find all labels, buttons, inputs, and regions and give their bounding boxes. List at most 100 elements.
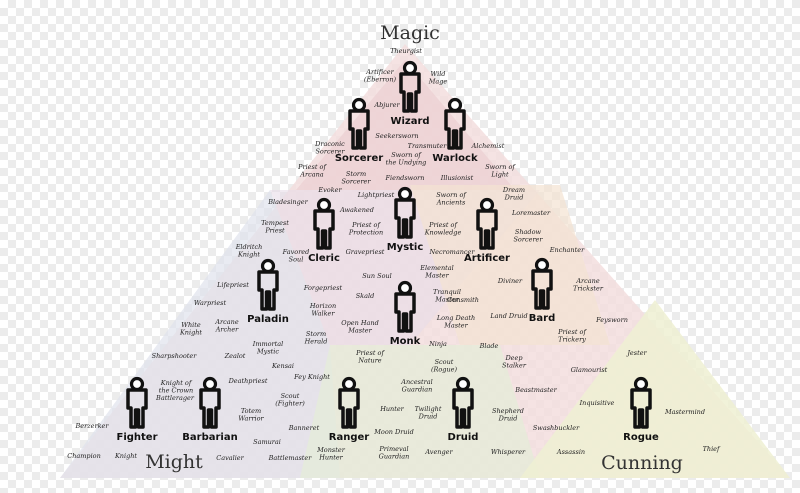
- class-label-cleric: Cleric: [308, 253, 340, 264]
- subclass-label-battlerager: Battlerager: [155, 394, 195, 402]
- subclass-label-bladesinger: Bladesinger: [267, 198, 308, 206]
- subclass-label-battlemaster: Battlemaster: [268, 454, 313, 462]
- class-label-mystic: Mystic: [387, 242, 424, 253]
- subclass-line: Mystic: [256, 348, 279, 356]
- subclass-line: Priest of: [297, 163, 327, 171]
- subclass-line: Knowledge: [424, 229, 462, 237]
- class-label-artificer: Artificer: [464, 253, 510, 264]
- subclass-label-zealot: Zealot: [224, 352, 246, 360]
- subclass-line: White: [181, 321, 201, 329]
- subclass-line: Master: [434, 296, 459, 304]
- person-icon-artificer: [476, 197, 498, 250]
- subclass-line: Zealot: [224, 352, 246, 360]
- person-icon-druid: [452, 376, 474, 429]
- subclass-line: Ninja: [428, 340, 447, 348]
- subclass-line: Fey Knight: [293, 373, 330, 381]
- subclass-line: Draconic: [314, 140, 345, 148]
- subclass-line: Priest of: [557, 328, 587, 336]
- subclass-line: Blade: [479, 342, 499, 350]
- subclass-line: Totem: [241, 407, 261, 415]
- subclass-label-enchanter: Enchanter: [549, 246, 585, 254]
- subclass-label-berzerker: Berzerker: [74, 422, 109, 430]
- subclass-label-loremaster: Loremaster: [511, 209, 551, 217]
- subclass-label-gravepriest: Gravepriest: [346, 248, 385, 256]
- class-label-druid: Druid: [448, 432, 479, 443]
- subclass-label-assassin: Assassin: [556, 448, 585, 456]
- subclass-line: Glamourist: [571, 366, 608, 374]
- subclass-label-seekersworn: Seekersworn: [375, 132, 418, 140]
- subclass-line: Warpriest: [194, 299, 227, 307]
- subclass-label-sharpshooter: Sharpshooter: [152, 352, 198, 360]
- subclass-line: Forgepriest: [303, 284, 343, 292]
- subclass-line: Primeval: [378, 445, 408, 453]
- subclass-label-evoker: Evoker: [317, 186, 342, 194]
- subclass-line: Warrior: [238, 415, 264, 423]
- subclass-line: Knight: [179, 329, 202, 337]
- subclass-label-sun-soul: Sun Soul: [362, 272, 392, 280]
- class-figures: [126, 60, 652, 429]
- subclass-label-champion: Champion: [67, 452, 101, 460]
- subclass-line: Sworn of: [436, 191, 467, 199]
- subclass-label-inquisitive: Inquisitive: [579, 399, 615, 407]
- subclass-line: Open Hand: [341, 319, 378, 327]
- subclass-label-feysworn: Feysworn: [595, 316, 628, 324]
- subclass-line: Battlerager: [155, 394, 195, 402]
- subclass-line: Trickery: [558, 336, 586, 344]
- subclass-line: Master: [347, 327, 372, 335]
- subclass-label-knight: Knight: [114, 452, 137, 460]
- subclass-line: Elemental: [419, 264, 453, 272]
- subclass-label-moon-druid: Moon Druid: [373, 428, 413, 436]
- subclass-line: Hunter: [379, 405, 404, 413]
- subclass-line: Illusionist: [440, 174, 474, 182]
- subclass-label-swashbuckler: Swashbuckler: [533, 424, 580, 432]
- subclass-line: Guardian: [402, 386, 433, 394]
- person-icon-bard: [531, 257, 553, 310]
- subclass-label-cavalier: Cavalier: [216, 454, 244, 462]
- subclass-line: Mastermind: [664, 408, 705, 416]
- subclass-line: Arcana: [299, 171, 324, 179]
- subclass-line: Priest of: [428, 221, 458, 229]
- subclass-label-skald: Skald: [356, 292, 375, 300]
- subclass-line: Storm: [306, 330, 326, 338]
- subclass-line: Lightpriest: [357, 191, 395, 199]
- subclass-line: Awakened: [339, 206, 374, 214]
- class-label-rogue: Rogue: [623, 432, 659, 443]
- class-label-sorcerer: Sorcerer: [335, 153, 383, 164]
- subclass-line: Land Druid: [489, 312, 527, 320]
- corner-cunning: Cunning: [601, 452, 683, 474]
- subclass-line: Bladesinger: [267, 198, 308, 206]
- subclass-line: Loremaster: [511, 209, 551, 217]
- subclass-line: Samurai: [253, 438, 281, 446]
- person-icon-warlock: [444, 97, 466, 150]
- subclass-line: Archer: [215, 326, 239, 334]
- subclass-line: Twilight: [415, 405, 442, 413]
- subclass-label-transmuter: Transmuter: [408, 142, 448, 150]
- class-label-ranger: Ranger: [329, 432, 370, 443]
- person-icon-fighter: [126, 376, 148, 429]
- class-label-monk: Monk: [390, 336, 421, 347]
- subclass-line: Nature: [357, 357, 381, 365]
- class-label-paladin: Paladin: [247, 314, 289, 325]
- subclass-line: Light: [490, 171, 509, 179]
- subclass-label-samurai: Samurai: [253, 438, 281, 446]
- subclass-line: Immortal: [252, 340, 283, 348]
- subclass-line: Seekersworn: [375, 132, 418, 140]
- subclass-label-forgepriest: Forgepriest: [303, 284, 343, 292]
- subclass-line: Gunsmith: [447, 296, 479, 304]
